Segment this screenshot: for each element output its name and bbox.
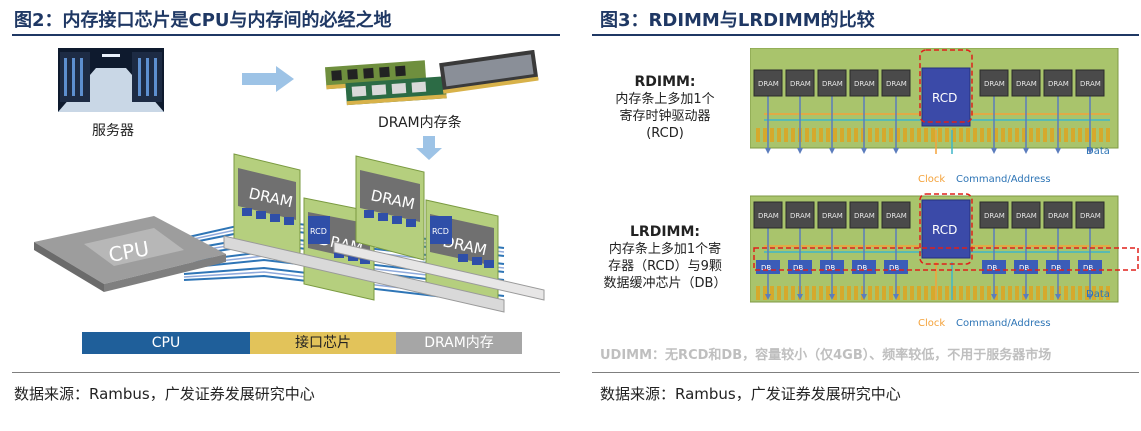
- title-rule: [12, 34, 560, 36]
- db-chip-label: DB: [825, 264, 835, 272]
- dram-chip: [817, 69, 847, 97]
- cpu-memory-diagram: DRAM DRAM RCD DRAM DRAM RCD: [34, 153, 545, 313]
- dram-chip: [817, 201, 847, 229]
- lrdimm-description: LRDIMM: 内存条上多加1个寄 存器（RCD）与9颗 数据缓冲芯片（DB）: [603, 224, 727, 291]
- arrow-right-icon: [242, 66, 294, 92]
- dram-chip-label: DRAM: [886, 212, 907, 220]
- dram-chip: [849, 201, 879, 229]
- figure-3-title: 图3：RDIMM与LRDIMM的比较: [600, 10, 875, 31]
- rdimm-name: RDIMM:: [634, 74, 696, 90]
- rcd-chip-label: RCD: [932, 91, 957, 105]
- dram-chip-label: DRAM: [1080, 80, 1101, 88]
- dram-modules-image: [324, 50, 539, 106]
- clock-signal-label: Clock: [918, 174, 945, 185]
- db-chip-label: DB: [1051, 264, 1061, 272]
- udimm-note: UDIMM：无RCD和DB，容量较小（仅4GB）、频率较低，不用于服务器市场: [600, 348, 1052, 363]
- dram-chip-label: DRAM: [854, 80, 875, 88]
- db-chip-label: DB: [761, 264, 771, 272]
- legend-cpu: CPU: [82, 332, 250, 354]
- db-chip-label: DB: [889, 264, 899, 272]
- lrdimm-diagram: DRAM DB DRAM DB DRAM DB DRAM DB DRAM DB DRAM DB DRAM…: [750, 193, 1139, 329]
- legend-interface-chip: 接口芯片: [250, 332, 396, 354]
- dram-chip: [1011, 201, 1041, 229]
- rcd-chip-label: RCD: [432, 227, 449, 236]
- rcd-chip: [921, 67, 971, 127]
- dram-chip: [785, 201, 815, 229]
- dram-module-label: DRAM内存条: [378, 115, 462, 131]
- figure-3-source: 数据来源：Rambus，广发证券发展研究中心: [600, 385, 901, 403]
- dram-chip: [753, 201, 783, 229]
- dram-chip-label: DRAM: [984, 80, 1005, 88]
- server-label: 服务器: [92, 123, 134, 139]
- command-signal-label: Command/Address: [956, 174, 1051, 185]
- rcd-chip-label: RCD: [310, 227, 327, 236]
- dram-chip: [785, 69, 815, 97]
- dram-chip: [1011, 69, 1041, 97]
- dram-chip: [979, 201, 1009, 229]
- rcd-highlight: [919, 49, 973, 123]
- dram-chip-label: DRAM: [984, 212, 1005, 220]
- clock-signal-label: Clock: [918, 318, 945, 329]
- dram-chip: [881, 69, 911, 97]
- rcd-chip: [430, 216, 452, 244]
- rcd-chip: [308, 216, 330, 244]
- command-signal-label: Command/Address: [956, 318, 1051, 329]
- source-rule: [592, 372, 1139, 373]
- cpu-chip: CPU: [34, 216, 226, 292]
- figure-2-panel: 图2：内存接口芯片是CPU与内存间的必经之地 服务器 DRAM内存条: [0, 0, 560, 431]
- dram-chip: [1043, 69, 1073, 97]
- figure-3-panel: 图3：RDIMM与LRDIMM的比较 RDIMM: 内存条上多加1个 寄存时钟驱…: [590, 0, 1141, 431]
- server-room-image: [58, 48, 164, 112]
- db-chip-label: DB: [1019, 264, 1029, 272]
- title-rule: [592, 34, 1139, 36]
- source-rule: [12, 372, 560, 373]
- arrow-down-icon: [416, 136, 442, 160]
- dram-chip-label: DRAM: [854, 212, 875, 220]
- db-row-highlight: [753, 247, 1139, 271]
- db-chip-label: DB: [857, 264, 867, 272]
- figure-2-source: 数据来源：Rambus，广发证券发展研究中心: [14, 385, 315, 403]
- dram-chip-label: DRAM: [1048, 80, 1069, 88]
- dimm-group-1: DRAM DRAM RCD: [233, 153, 375, 301]
- dram-chip-label: DRAM: [790, 80, 811, 88]
- dram-chip-label: DRAM: [1016, 80, 1037, 88]
- data-signal-label: Data: [1086, 146, 1110, 157]
- rcd-highlight: [919, 193, 973, 265]
- dram-chip: [1075, 201, 1105, 229]
- dram-chip-label: DRAM: [1080, 212, 1101, 220]
- dram-chip: [881, 201, 911, 229]
- rdimm-description: RDIMM: 内存条上多加1个 寄存时钟驱动器 (RCD): [615, 74, 715, 141]
- dram-chip-label: DRAM: [790, 212, 811, 220]
- data-signal-label: Data: [1086, 289, 1110, 300]
- dram-chip: [1043, 201, 1073, 229]
- db-chip-label: DB: [987, 264, 997, 272]
- dram-chip: [979, 69, 1009, 97]
- dram-chip-label: DRAM: [822, 80, 843, 88]
- dram-chip: [1075, 69, 1105, 97]
- rcd-chip-label: RCD: [932, 223, 957, 237]
- lrdimm-name: LRDIMM:: [630, 224, 700, 240]
- dram-chip: [849, 69, 879, 97]
- db-chip-label: DB: [793, 264, 803, 272]
- dram-chip-label: DRAM: [886, 80, 907, 88]
- dram-chip-label: DRAM: [1048, 212, 1069, 220]
- dram-chip-label: DRAM: [1016, 212, 1037, 220]
- figure-2-title: 图2：内存接口芯片是CPU与内存间的必经之地: [14, 10, 392, 31]
- dram-chip-label: DRAM: [758, 212, 779, 220]
- dram-chip-label: DRAM: [758, 80, 779, 88]
- legend-dram: DRAM内存: [396, 332, 522, 354]
- db-chip-label: DB: [1083, 264, 1093, 272]
- dimm-group-2: DRAM DRAM RCD: [355, 155, 499, 305]
- dram-chip: [753, 69, 783, 97]
- dram-chip-label: DRAM: [822, 212, 843, 220]
